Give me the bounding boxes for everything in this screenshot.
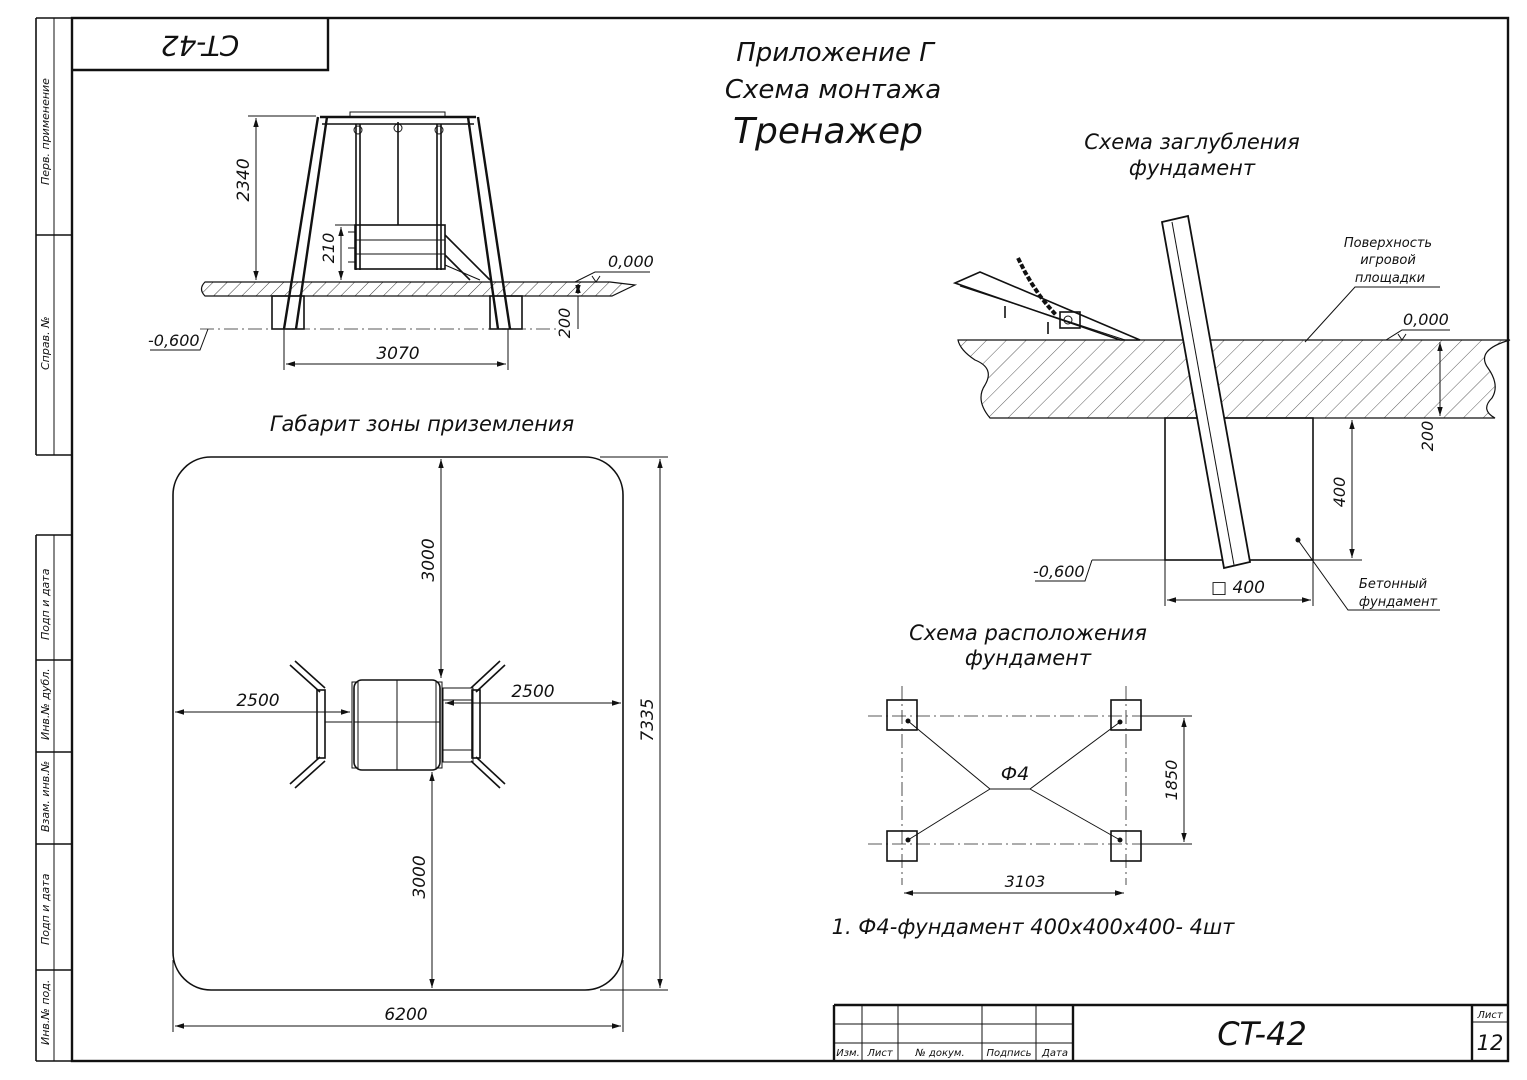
title-block: Изм. Лист № докум. Подпись Дата CT-42 Ли… — [832, 1003, 1508, 1061]
concrete-label-1: Бетонный — [1359, 577, 1427, 592]
title-scheme: Схема монтажа — [725, 75, 941, 105]
depth-title-1: Схема заглубления — [1084, 130, 1300, 154]
landing-zone-title: Габарит зоны приземления — [270, 412, 574, 436]
stamp-code-rotated: CT-42 — [161, 29, 239, 62]
tb-izm: Изм. — [836, 1048, 860, 1059]
layout-scheme: Схема расположения фундамент Ф4 1850 310… — [868, 621, 1192, 896]
title-appendix: Приложение Г — [736, 38, 936, 68]
dim-total-height-7335: 7335 — [638, 698, 658, 741]
surface-label-3: площадки — [1355, 271, 1425, 286]
tb-date: Дата — [1041, 1048, 1068, 1059]
depth-title-2: фундамент — [1129, 156, 1256, 180]
layout-dim-3103: 3103 — [1005, 872, 1046, 891]
dim-total-width-6200: 6200 — [384, 1005, 427, 1025]
depth-dim-200: 200 — [1418, 421, 1437, 452]
tb-sign: Подпись — [987, 1048, 1032, 1059]
margin-podp2: Подп и дата — [39, 873, 52, 945]
margin-inv-dubl: Инв.№ дубл. — [39, 668, 52, 740]
margin-inv-pod: Инв.№ под. — [39, 980, 52, 1045]
note-foundation: 1. Ф4-фундамент 400х400х400- 4шт — [832, 915, 1236, 939]
dim-bottom-3000: 3000 — [410, 855, 430, 898]
level-ground: 0,000 — [608, 252, 654, 271]
surface-label-2: игровой — [1360, 253, 1416, 268]
tb-code: CT-42 — [1217, 1015, 1307, 1053]
layout-marker: Ф4 — [1001, 763, 1029, 785]
dim-top-3000: 3000 — [419, 538, 439, 581]
depth-dim-size: □ 400 — [1211, 578, 1265, 598]
depth-level-bottom: -0,600 — [1033, 562, 1085, 581]
side-margin: Перв. применение Справ. № Подп и дата Ин… — [35, 17, 72, 1062]
margin-perv: Перв. применение — [39, 78, 52, 185]
layout-dim-1850: 1850 — [1162, 760, 1181, 801]
layout-title-2: фундамент — [965, 646, 1092, 670]
dim-span-3070: 3070 — [376, 344, 419, 364]
level-bottom: -0,600 — [148, 331, 200, 350]
margin-vzam: Взам. инв.№ — [39, 761, 52, 832]
layout-title-1: Схема расположения — [909, 621, 1147, 645]
dim-left-2500: 2500 — [236, 691, 279, 711]
depth-dim-400: 400 — [1330, 477, 1349, 508]
margin-podp1: Подп и дата — [39, 568, 52, 640]
top-stamp: CT-42 — [72, 18, 330, 72]
tb-doc: № докум. — [914, 1048, 964, 1059]
tb-list: Лист — [866, 1048, 894, 1059]
landing-zone-outline — [172, 456, 624, 991]
sheet-frame — [70, 16, 1510, 1063]
landing-zone: Габарит зоны приземления 3000 3000 2500 — [172, 412, 668, 1032]
depth-level-ground: 0,000 — [1403, 310, 1449, 329]
surface-label-1: Поверхность — [1344, 236, 1432, 251]
tb-sheet-label: Лист — [1476, 1010, 1504, 1021]
depth-scheme: Схема заглубления фундамент Поверхность … — [952, 130, 1511, 611]
dim-right-2500: 2500 — [511, 682, 554, 702]
margin-sprav: Справ. № — [39, 316, 52, 370]
tb-sheet-number: 12 — [1477, 1031, 1504, 1055]
elevation-view: 2340 210 0,000 200 -0,600 3070 — [148, 111, 654, 370]
dim-height-2340: 2340 — [234, 158, 254, 201]
concrete-label-2: фундамент — [1359, 595, 1438, 610]
dim-depth-200: 200 — [555, 308, 574, 339]
title-product: Тренажер — [733, 111, 923, 152]
dim-seat-210: 210 — [319, 233, 338, 264]
